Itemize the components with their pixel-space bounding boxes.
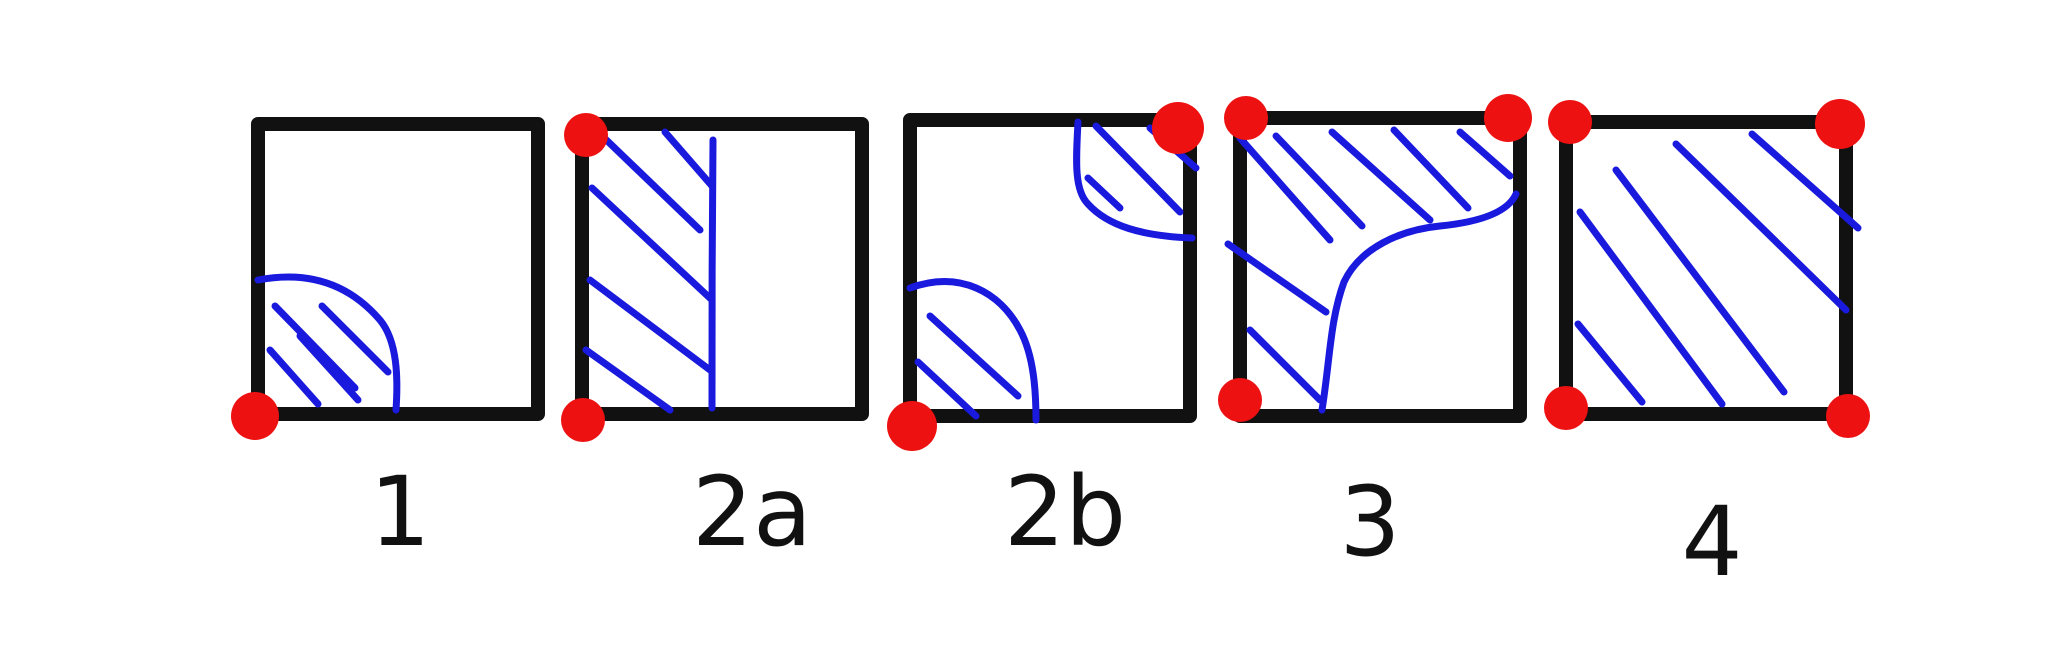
cell-square <box>251 117 545 421</box>
hatch-stroke <box>1236 134 1334 244</box>
hatch-stroke <box>1612 166 1788 396</box>
case-1: 1 <box>231 117 545 568</box>
case-2a: 2a <box>561 113 869 568</box>
hatch-stroke <box>588 184 716 304</box>
vertex-dot-bottom-left <box>561 398 605 442</box>
vertex-dot-bottom-right <box>1826 394 1870 438</box>
vertex-dot-top-right <box>1484 94 1532 142</box>
hatch-stroke <box>1748 130 1862 232</box>
hatch-stroke <box>1084 174 1124 212</box>
vertex-dot-top-right <box>1815 99 1865 149</box>
cell-square <box>1233 111 1527 423</box>
vertex-dot-bottom-left <box>1544 386 1588 430</box>
hatch-stroke <box>1672 140 1850 314</box>
vertex-dot-top-right <box>1152 102 1204 154</box>
case-label: 3 <box>1339 466 1400 578</box>
hatch-stroke <box>592 126 704 234</box>
hatch-stroke <box>661 128 716 190</box>
hatch-stroke <box>1576 208 1726 408</box>
case-label: 4 <box>1681 486 1742 598</box>
case-3: 3 <box>1218 94 1532 578</box>
case-label: 2a <box>692 456 812 568</box>
hatch-region-bottom <box>906 278 1040 424</box>
case-2b: 2b <box>887 102 1204 568</box>
hatch-stroke <box>271 302 359 392</box>
hatch-stroke <box>1092 122 1184 216</box>
hatch-region <box>582 126 717 414</box>
hatch-stroke <box>1246 326 1324 404</box>
contour-line <box>708 136 717 412</box>
hatch-stroke <box>1390 126 1472 212</box>
hatch-region <box>1224 126 1520 414</box>
hatch-stroke <box>296 332 362 404</box>
case-label: 1 <box>369 456 430 568</box>
hatch-stroke <box>1224 240 1330 316</box>
hatch-stroke <box>926 312 1022 400</box>
cell-square <box>903 113 1197 423</box>
vertex-dot-bottom-left <box>887 401 937 451</box>
case-label: 2b <box>1004 456 1126 568</box>
vertex-dot-top-left <box>564 113 608 157</box>
contour-line <box>906 278 1040 424</box>
hatch-stroke <box>318 302 392 376</box>
hatch-stroke <box>586 276 714 374</box>
cell-square <box>1559 115 1853 421</box>
hatch-region <box>1574 130 1862 408</box>
hatch-stroke <box>266 346 322 408</box>
case-4: 4 <box>1544 99 1870 598</box>
contour-line <box>1073 118 1196 242</box>
hatch-stroke <box>1328 128 1434 224</box>
cell-square <box>575 117 869 421</box>
hatch-stroke <box>1456 128 1514 180</box>
hatch-stroke <box>1272 132 1366 230</box>
hatch-stroke <box>582 346 674 414</box>
hatch-stroke <box>1574 320 1646 406</box>
vertex-dot-top-left <box>1224 96 1268 140</box>
vertex-dot-bottom-left <box>231 392 279 440</box>
hatch-region <box>254 273 401 414</box>
contour-line <box>1318 190 1520 414</box>
vertex-dot-bottom-left <box>1218 378 1262 422</box>
hatch-stroke <box>914 358 980 420</box>
contour-line <box>254 273 401 414</box>
vertex-dot-top-left <box>1548 100 1592 144</box>
